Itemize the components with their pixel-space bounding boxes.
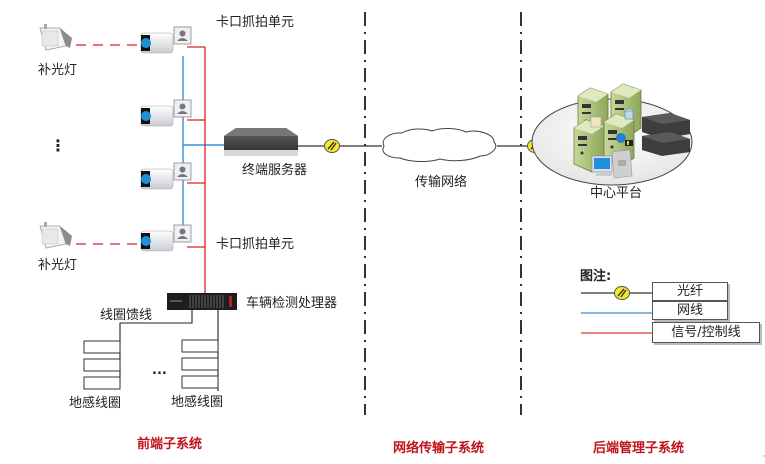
terminal-server-label: 终端服务器 [242,163,308,178]
vehicle-detector-icon [167,293,237,310]
fill-light-label-top: 补光灯 [38,63,78,78]
center-platform-icon [531,83,693,186]
network-subsystem-label: 网络传输子系统 [393,441,485,456]
capture-camera-icon [140,224,192,252]
transmission-network-label: 传输网络 [415,175,468,190]
legend-item-network-cable: 网线 [652,301,728,320]
floodlight-icon [39,221,73,249]
legend-title: 图注: [580,269,612,284]
horizontal-ellipsis: ... [152,363,167,378]
network-cloud-icon [382,128,497,162]
legend-item-signal-control: 信号/控制线 [652,322,760,343]
center-platform-label: 中心平台 [590,186,643,201]
ground-loop-label-right: 地感线圈 [171,395,224,410]
capture-unit-label-top: 卡口抓拍单元 [216,15,295,30]
front-end-subsystem-label: 前端子系统 [137,437,203,452]
capture-unit-label-bottom: 卡口抓拍单元 [216,237,295,252]
capture-camera-icon [140,26,192,54]
legend-item-fiber: 光纤 [652,282,728,301]
floodlight-icon [39,23,73,51]
ground-loop-coil-icon [181,339,219,389]
ground-loop-label-left: 地感线圈 [69,396,122,411]
terminal-server-icon [224,128,298,156]
vehicle-detector-label: 车辆检测处理器 [246,296,338,311]
back-end-subsystem-label: 后端管理子系统 [593,441,685,456]
vertical-ellipsis: ⋮ [50,136,66,155]
fiber-converter-icon [323,138,341,154]
fill-light-label-bottom: 补光灯 [38,258,78,273]
ground-loop-coil-icon [83,340,121,390]
legend-fiber-converter-icon [613,285,631,301]
loop-feeder-label: 线圈馈线 [100,308,153,323]
